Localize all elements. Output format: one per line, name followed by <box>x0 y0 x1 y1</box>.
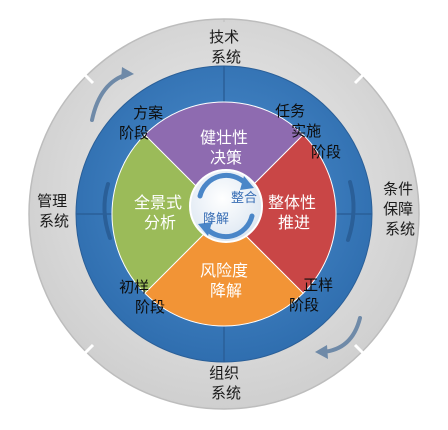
outer-label-bottom: 组织 系统 <box>209 365 243 402</box>
outer-label-left: 管理 系统 <box>37 193 71 230</box>
sector-label-bottom: 风险度 降解 <box>200 262 252 300</box>
stage-label-final: 正样 阶段 <box>289 277 337 314</box>
cycle-arrowhead-icon <box>240 176 254 190</box>
outer-label-top: 技术 系统 <box>209 29 243 66</box>
sector-bottom <box>144 213 304 327</box>
core-circle <box>189 169 263 243</box>
curved-arrow-icon <box>346 180 356 242</box>
sector-group <box>111 101 337 327</box>
cycle-arrows-icon <box>197 172 255 240</box>
curved-arrow-icon <box>90 67 134 122</box>
sector-left <box>111 134 225 294</box>
outer-divider <box>82 72 95 85</box>
stage-label-scheme: 方案 阶段 <box>119 104 167 142</box>
sector-top <box>144 101 304 215</box>
sector-label-top: 健壮性 决策 <box>200 129 252 167</box>
curved-arrow-icon <box>315 316 362 359</box>
sector-label-left: 全景式 分析 <box>134 194 186 232</box>
sector-right <box>223 134 337 294</box>
outer-divider <box>353 72 366 85</box>
outer-label-right: 条件 保障 系统 <box>383 181 417 238</box>
core-label-integrate: 整合 <box>231 190 257 205</box>
stage-label-task: 任务 实施 阶段 <box>275 103 341 161</box>
cycle-arrowhead-icon <box>198 222 212 236</box>
outer-divider <box>353 343 366 356</box>
stage-label-prototype: 初样 阶段 <box>119 279 165 316</box>
curved-arrow-icon <box>102 182 112 240</box>
sector-label-right: 整体性 推进 <box>268 194 320 232</box>
outer-divider <box>82 343 95 356</box>
core-label-degrade: 降解 <box>203 211 229 226</box>
